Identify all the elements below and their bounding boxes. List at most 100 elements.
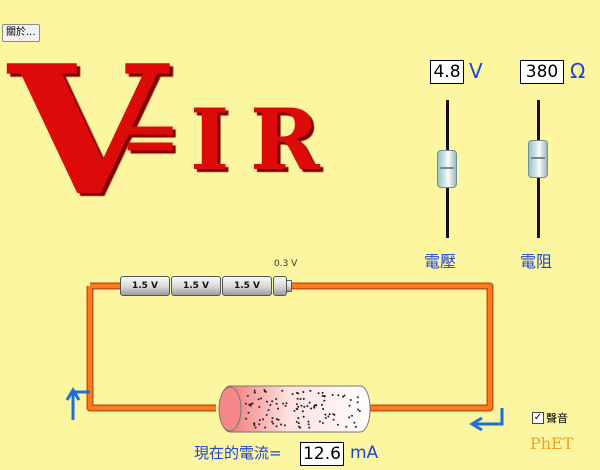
- resistor-impurity-dot: [245, 417, 247, 420]
- resistor-impurity-dot: [253, 422, 256, 425]
- resistance-value-field[interactable]: 380: [520, 60, 564, 84]
- resistor: [218, 385, 371, 433]
- resistor-impurity-dot: [296, 391, 298, 394]
- resistor-impurity-dot: [267, 409, 270, 412]
- sound-toggle[interactable]: ✓ 聲音: [532, 410, 568, 426]
- resistance-slider-knob[interactable]: [528, 140, 548, 178]
- resistor-impurity-dot: [321, 391, 324, 394]
- resistor-impurity-dot: [303, 405, 306, 408]
- resistor-impurity-dot: [342, 395, 344, 398]
- equation-equals: =: [120, 93, 181, 178]
- resistor-impurity-dot: [283, 424, 286, 427]
- voltage-label: 電壓: [424, 252, 457, 271]
- resistor-impurity-dot: [321, 422, 324, 424]
- resistor-impurity-dot: [295, 407, 298, 410]
- resistor-impurity-dot: [343, 394, 346, 397]
- resistor-impurity-dot: [332, 413, 335, 416]
- resistor-impurity-dot: [266, 400, 268, 403]
- resistor-impurity-dot: [265, 414, 268, 416]
- resistor-impurity-dot: [277, 407, 279, 410]
- resistor-impurity-dot: [302, 415, 305, 418]
- resistor-impurity-dot: [302, 397, 305, 400]
- battery-cell: 1.5 V: [222, 276, 272, 296]
- resistor-impurity-dot: [300, 404, 303, 407]
- resistor-impurity-dot: [307, 423, 310, 426]
- voltage-slider-knob[interactable]: [437, 150, 457, 188]
- resistor-impurity-dot: [317, 392, 320, 395]
- resistor-impurity-dot: [246, 394, 249, 397]
- resistor-impurity-dot: [262, 418, 265, 421]
- resistor-impurities: [244, 389, 361, 429]
- resistor-impurity-dot: [356, 401, 359, 404]
- resistor-impurity-dot: [275, 418, 278, 421]
- resistor-impurity-dot: [254, 426, 257, 429]
- resistor-impurity-dot: [348, 404, 351, 407]
- resistor-impurity-dot: [275, 425, 278, 428]
- resistor-impurity-dot: [291, 393, 294, 396]
- resistor-impurity-dot: [284, 404, 287, 407]
- resistor-impurity-dot: [275, 398, 278, 400]
- resistor-impurity-dot: [271, 420, 274, 423]
- resistor-impurity-dot: [271, 400, 274, 403]
- resistor-impurity-dot: [308, 426, 311, 429]
- resistor-impurity-dot: [349, 399, 352, 401]
- sound-checkbox[interactable]: ✓: [532, 412, 544, 424]
- resistor-impurity-dot: [277, 418, 280, 421]
- resistor-impurity-dot: [295, 420, 298, 423]
- current-label: 現在的電流=: [194, 444, 282, 462]
- resistor-impurity-dot: [310, 407, 313, 410]
- resistor-impurity-dot: [253, 391, 256, 394]
- voltage-unit: V: [469, 59, 483, 83]
- resistor-impurity-dot: [324, 413, 327, 416]
- resistor-impurity-dot: [264, 426, 267, 429]
- equation-i: I: [190, 90, 230, 189]
- resistance-label: 電阻: [520, 252, 553, 271]
- resistor-impurity-dot: [357, 408, 360, 411]
- equation-r: R: [250, 90, 320, 189]
- resistance-slider[interactable]: [527, 100, 551, 238]
- resistor-impurity-dot: [302, 391, 305, 393]
- partial-battery-label: 0.3 V: [274, 259, 298, 269]
- equation-v: V: [8, 26, 167, 235]
- current-value-field: 12.6: [300, 442, 344, 466]
- voltage-slider[interactable]: [436, 100, 460, 238]
- resistor-impurity-dot: [301, 410, 304, 413]
- resistor-impurity-dot: [295, 403, 298, 406]
- battery-terminal: [286, 280, 292, 292]
- voltage-value-field[interactable]: 4.8: [430, 60, 464, 84]
- resistor-impurity-dot: [356, 396, 359, 399]
- resistor-impurity-dot: [353, 421, 356, 424]
- resistor-impurity-dot: [358, 410, 361, 413]
- resistor-impurity-dot: [307, 420, 310, 423]
- resistor-impurity-dot: [299, 426, 302, 429]
- about-button[interactable]: 關於...: [2, 24, 40, 42]
- resistor-impurity-dot: [322, 408, 325, 410]
- current-unit: mA: [350, 443, 379, 463]
- resistor-impurity-dot: [297, 417, 300, 420]
- resistor-impurity-dot: [354, 425, 357, 428]
- current-arrow-right-icon: [469, 408, 504, 432]
- resistor-impurity-dot: [257, 398, 260, 401]
- resistor-impurity-dot: [327, 415, 330, 418]
- resistor-impurity-dot: [285, 402, 288, 405]
- current-arrow-left-icon: [65, 387, 90, 420]
- resistor-impurity-dot: [258, 423, 261, 426]
- resistor-impurity-dot: [281, 389, 284, 392]
- resistor-impurity-dot: [331, 394, 334, 396]
- phet-logo: PhET: [530, 434, 574, 453]
- resistor-impurity-dot: [328, 413, 331, 416]
- resistor-impurity-dot: [297, 405, 300, 408]
- resistor-impurity-dot: [308, 401, 311, 404]
- resistor-impurity-dot: [247, 411, 250, 414]
- battery-cell: 1.5 V: [171, 276, 221, 296]
- resistor-impurity-dot: [282, 402, 285, 405]
- resistor-impurity-dot: [314, 404, 317, 406]
- resistor-impurity-dot: [258, 405, 261, 408]
- resistor-impurity-dot: [321, 394, 324, 397]
- battery-cell: 1.5 V: [120, 276, 170, 296]
- resistor-impurity-dot: [313, 406, 316, 409]
- partial-battery-cell: [273, 276, 287, 296]
- resistor-impurity-dot: [299, 398, 302, 400]
- resistor-impurity-dot: [351, 414, 353, 417]
